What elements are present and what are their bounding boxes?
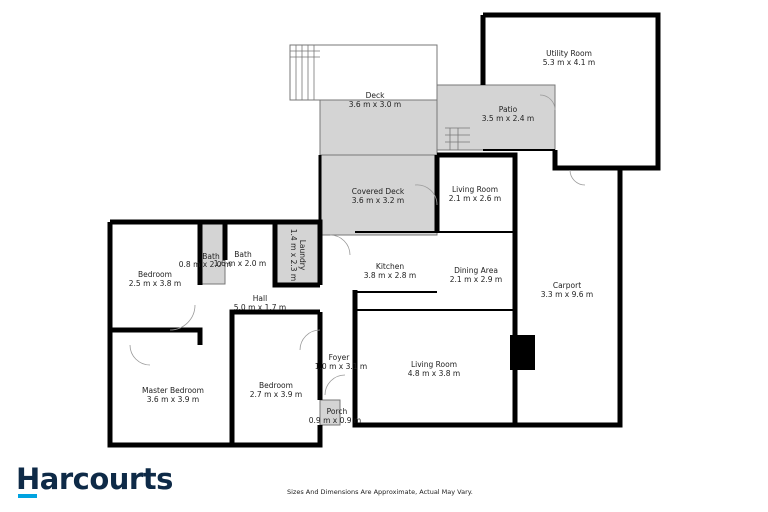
room-name: Deck <box>366 91 386 100</box>
room-dims: 3.5 m x 2.4 m <box>482 114 534 123</box>
room-dims: 2.7 m x 3.9 m <box>250 390 302 399</box>
walls <box>107 12 661 448</box>
room-dims: 5.3 m x 4.1 m <box>543 58 595 67</box>
deck-steps <box>289 44 438 101</box>
room-name: Hall <box>253 294 267 303</box>
room-name: Carport <box>553 281 581 290</box>
room-name: Patio <box>499 105 518 114</box>
room-dims: 3.6 m x 3.2 m <box>352 196 404 205</box>
room-name: Porch <box>327 407 348 416</box>
room-name: Kitchen <box>376 262 404 271</box>
bath-area <box>199 221 226 285</box>
patio-area <box>436 84 556 151</box>
room-dims: 2.5 m x 3.8 m <box>129 279 181 288</box>
room-name: Bedroom <box>259 381 293 390</box>
room-name: Foyer <box>329 353 351 362</box>
room-dims: 1.0 m x 3.1 m <box>315 362 367 371</box>
room-name: Dining Area <box>454 266 498 275</box>
room-name: Laundry <box>298 240 307 271</box>
deck-steps-lines <box>290 45 470 150</box>
room-dims: 4.8 m x 3.8 m <box>408 369 460 378</box>
room-name: Bath <box>202 252 220 261</box>
room-dims: 0.9 m x 0.9 m <box>309 416 361 425</box>
room-dims: 3.3 m x 9.6 m <box>541 290 593 299</box>
room-dims: 2.1 m x 2.6 m <box>449 194 501 203</box>
disclaimer-text: Sizes And Dimensions Are Approximate, Ac… <box>287 488 473 496</box>
room-dims: 2.1 m x 2.9 m <box>450 275 502 284</box>
room-dims: 3.6 m x 3.9 m <box>147 395 199 404</box>
door-swings <box>129 94 586 396</box>
room-name: Utility Room <box>546 49 592 58</box>
room-dims: 3.8 m x 2.8 m <box>364 271 416 280</box>
room-dims: 0.8 m x 2.0 m <box>179 260 231 269</box>
room-dims: 5.0 m x 1.7 m <box>234 303 286 312</box>
room-name: Bath <box>234 250 252 259</box>
room-name: Master Bedroom <box>142 386 204 395</box>
room-labels: Utility Room 5.3 m x 4.1 m Deck 3.6 m x … <box>129 49 595 425</box>
room-dims: 1.6 m x 2.0 m <box>214 259 266 268</box>
fireplace <box>510 335 535 370</box>
room-dims: 3.6 m x 3.0 m <box>349 100 401 109</box>
room-name: Bedroom <box>138 270 172 279</box>
room-dims: 1.4 m x 2.3 m <box>289 229 298 281</box>
porch-area <box>319 399 341 426</box>
harcourts-logo: Harcourts <box>16 462 173 496</box>
room-name: Covered Deck <box>352 187 405 196</box>
room-name: Living Room <box>452 185 498 194</box>
room-name: Living Room <box>411 360 457 369</box>
logo-accent-bar <box>18 494 37 498</box>
laundry-area <box>274 221 321 285</box>
